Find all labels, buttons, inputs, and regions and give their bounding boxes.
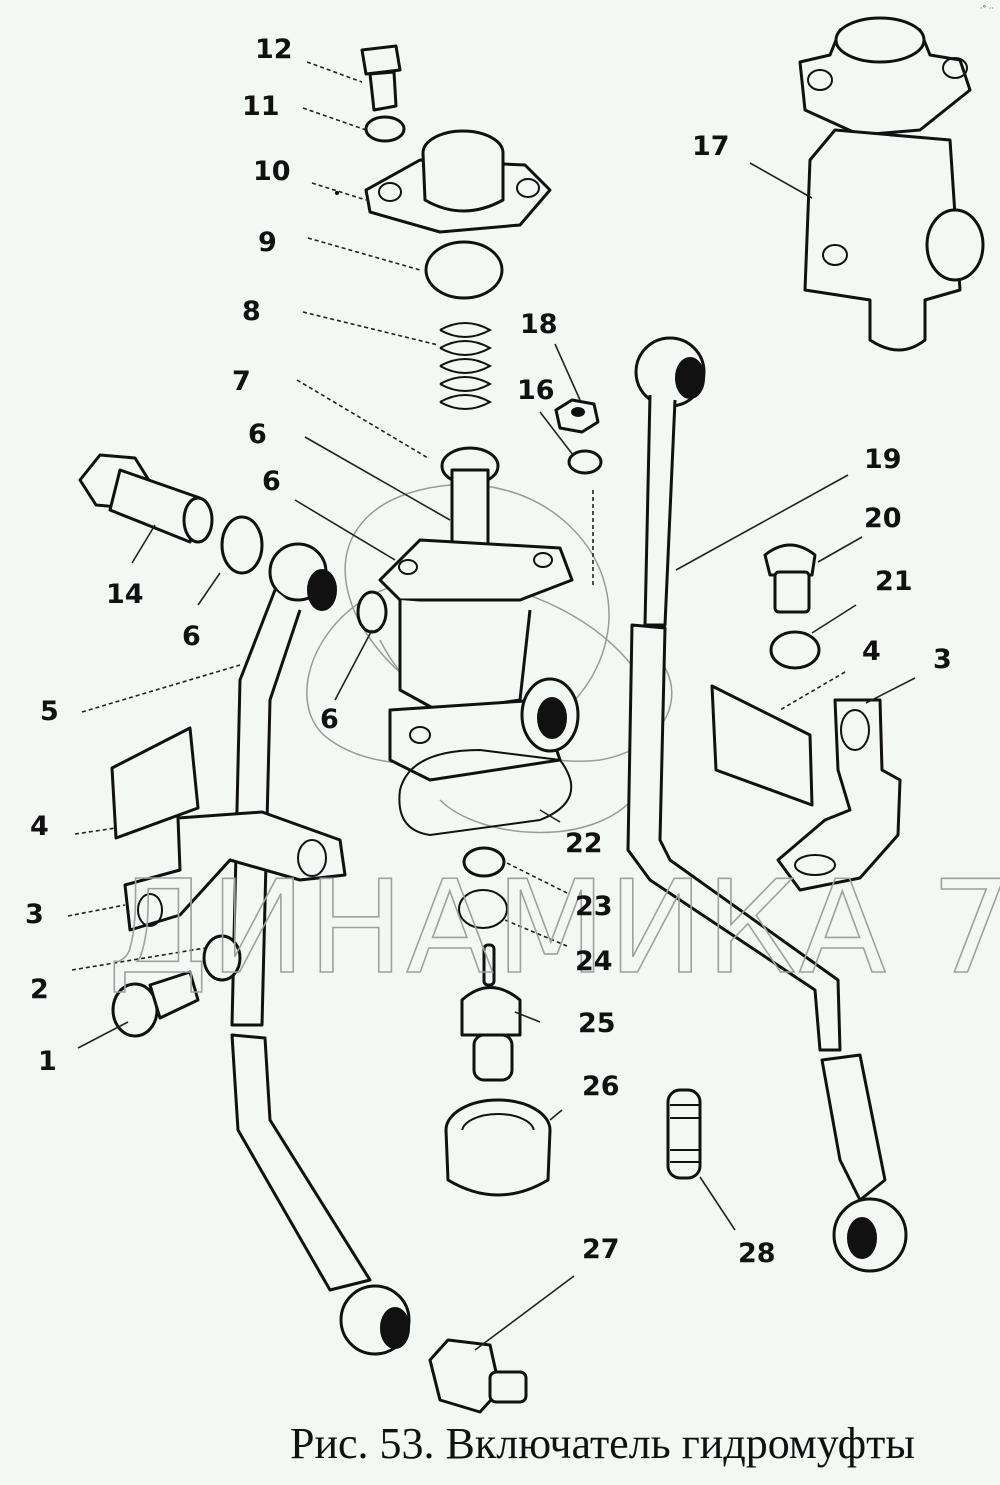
part-oil-pipe-left-lower xyxy=(230,1033,411,1356)
part-5-oil-pipe-left xyxy=(230,542,337,1027)
part-12-o-ring xyxy=(424,240,504,300)
part-20-bolt xyxy=(763,543,817,614)
label-12: 9 xyxy=(258,227,277,258)
label-6-washer-bolt: 6 xyxy=(182,621,201,652)
leader-19 xyxy=(675,474,849,571)
label-10: 7 xyxy=(232,366,251,397)
label-21: 21 xyxy=(875,566,913,597)
label-22: 22 xyxy=(565,828,603,859)
part-6-washer-bolt xyxy=(220,515,264,575)
part-8-valve-body xyxy=(378,538,580,782)
label-20: 20 xyxy=(864,503,902,534)
watermark: ДИНАМИКА 76 xyxy=(108,854,1000,1003)
label-25: 25 xyxy=(578,1008,616,1039)
part-16-switch-assembly xyxy=(798,16,985,352)
leader-22 xyxy=(539,809,561,823)
leader-8 xyxy=(294,499,396,561)
leader-24 xyxy=(504,919,568,947)
part-4-pad-left xyxy=(110,726,200,840)
label-27: 27 xyxy=(582,1234,620,1265)
leader-6b xyxy=(334,629,373,701)
label-14: 11 xyxy=(242,91,280,122)
label-17: 16 xyxy=(517,375,555,406)
label-3-left: 3 xyxy=(25,899,44,930)
leader-13 xyxy=(311,182,367,201)
leader-25 xyxy=(514,1011,541,1023)
part-1-plug-bolt xyxy=(111,970,200,1038)
leader-4b xyxy=(779,671,846,711)
label-2: 2 xyxy=(30,974,49,1005)
part-labels: 12 11 10 9 8 7 6 6 14 6 6 6 5 4 3 2 1 17… xyxy=(25,34,952,1269)
part-6-washer-body xyxy=(356,590,388,634)
leader-1 xyxy=(77,1021,129,1049)
part-7-banjo-bolt xyxy=(78,453,214,544)
leader-6a xyxy=(197,572,221,606)
leader-lines xyxy=(67,61,916,1351)
label-4-left: 4 xyxy=(30,811,49,842)
part-21-washer xyxy=(769,630,821,670)
label-15: 12 xyxy=(255,34,293,65)
part-24-seal xyxy=(458,889,508,929)
leader-3b xyxy=(865,677,916,704)
part-22-gasket xyxy=(398,748,573,837)
part-27-fitting xyxy=(428,1338,528,1414)
label-7: 14 xyxy=(106,579,144,610)
label-3-right: 3 xyxy=(933,644,952,675)
leader-5 xyxy=(81,664,241,713)
label-26: 26 xyxy=(582,1071,620,1102)
leader-21 xyxy=(811,604,857,634)
label-28: 28 xyxy=(738,1238,776,1269)
leader-26 xyxy=(549,1109,563,1121)
leader-15 xyxy=(306,61,363,83)
label-18: 18 xyxy=(520,309,558,340)
label-23: 23 xyxy=(575,891,613,922)
leader-16 xyxy=(749,162,813,199)
label-11: 8 xyxy=(242,296,261,327)
leader-12 xyxy=(307,237,421,271)
part-28-stud xyxy=(666,1088,702,1180)
leader-18 xyxy=(554,343,581,401)
part-26-union-nut xyxy=(444,1098,552,1197)
part-18-nut xyxy=(554,398,600,434)
label-19: 19 xyxy=(864,444,902,475)
leader-10 xyxy=(296,379,429,459)
leader-23 xyxy=(504,861,568,894)
label-24: 24 xyxy=(575,946,613,977)
part-13-cover xyxy=(335,129,552,234)
label-13: 10 xyxy=(253,156,291,187)
label-6-washer-body: 6 xyxy=(320,704,339,735)
part-17-nut-washer xyxy=(567,449,603,475)
part-4-pad-right xyxy=(710,684,814,807)
part-11-spring xyxy=(439,322,493,410)
leader-9 xyxy=(304,436,451,521)
part-3-bracket-right xyxy=(776,698,902,892)
part-19-oil-pipe-right xyxy=(626,336,908,1273)
label-1: 1 xyxy=(38,1046,57,1077)
figure-caption: Рис. 53. Включатель гидромуфты xyxy=(290,1419,915,1468)
corner-mark: ·° ·· xyxy=(979,4,994,13)
leader-14 xyxy=(302,107,367,131)
leader-4a xyxy=(74,827,117,835)
label-4-right: 4 xyxy=(862,636,881,667)
leader-2 xyxy=(71,947,206,971)
leader-28 xyxy=(699,1176,736,1231)
part-2-washer xyxy=(202,934,242,982)
part-23-sleeve xyxy=(462,846,506,878)
label-9: 6 xyxy=(248,419,267,450)
label-5: 5 xyxy=(40,696,59,727)
leader-7 xyxy=(131,524,156,564)
leader-27 xyxy=(474,1275,575,1351)
label-8: 6 xyxy=(262,466,281,497)
part-15-cover-bolt xyxy=(360,44,402,112)
part-25-sensor xyxy=(460,943,522,1082)
leader-3a xyxy=(67,904,126,917)
part-3-bracket-left xyxy=(123,810,347,932)
part-14-spring-washer xyxy=(364,115,406,143)
leader-20 xyxy=(817,536,863,563)
leader-17 xyxy=(539,411,574,456)
label-16: 17 xyxy=(692,131,730,162)
leader-11 xyxy=(302,311,439,346)
